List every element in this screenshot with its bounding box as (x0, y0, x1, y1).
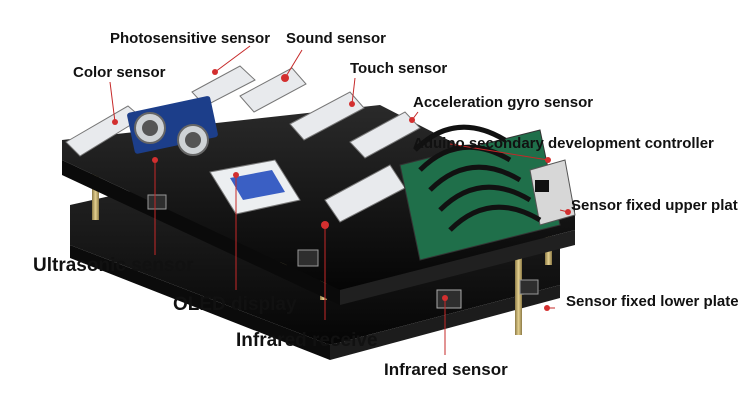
label-infrared-sensor: Infrared sensor (384, 360, 508, 379)
oled-module (209, 159, 301, 215)
label-color-sensor: Color sensor (73, 64, 166, 81)
label-sensor-fixed-upper-plate: Sensor fixed upper plat (571, 197, 738, 214)
leader-lines (109, 45, 569, 355)
label-photosensitive-sensor: Photosensitive sensor (110, 30, 271, 47)
arduino-controller (399, 124, 576, 261)
label-acceleration-gyro-sensor: Acceleration gyro sensor (413, 94, 594, 111)
label-arduino-controller: Aduino secondary development controller (413, 135, 714, 152)
label-touch-sensor: Touch sensor (350, 60, 448, 77)
label-sound-sensor: Sound sensor (286, 30, 387, 47)
label-ultrasonic-sensor: Ultrasonic sensor (33, 255, 194, 276)
label-oled-display: OLED display (173, 294, 297, 315)
ultrasonic-module (127, 96, 218, 156)
sensor-boards (65, 65, 421, 223)
leader-dots (112, 69, 571, 311)
label-infrared-receive: Infrared receive (236, 330, 378, 351)
infrared-sensor-modules (147, 194, 539, 309)
label-sensor-fixed-lower-plate: Sensor fixed lower plate (566, 293, 739, 310)
